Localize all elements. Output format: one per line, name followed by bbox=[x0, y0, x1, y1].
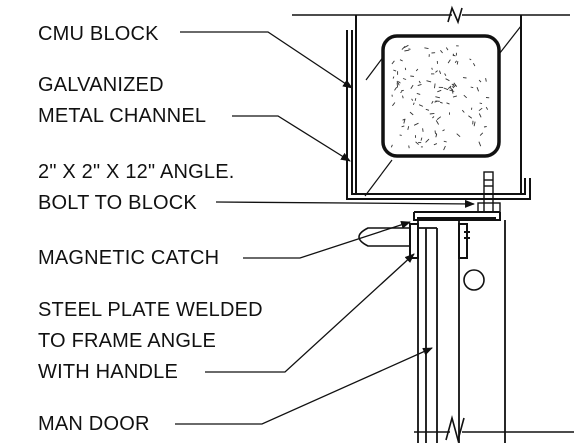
speckle-mark bbox=[452, 89, 453, 94]
label-metal-channel: METAL CHANNEL bbox=[38, 103, 206, 129]
speckle-mark bbox=[400, 135, 402, 136]
speckle-mark bbox=[415, 98, 416, 101]
label-bolt-to-block: BOLT TO BLOCK bbox=[38, 190, 197, 216]
leader-cmu-block bbox=[180, 32, 352, 88]
magnetic-catch bbox=[410, 224, 470, 258]
angle-bracket bbox=[414, 212, 500, 220]
label-magnetic-catch: MAGNETIC CATCH bbox=[38, 245, 219, 271]
cmu-core bbox=[383, 36, 499, 156]
leader-metal-channel bbox=[232, 116, 350, 161]
speckle-mark bbox=[409, 146, 410, 149]
label-frame-angle: TO FRAME ANGLE bbox=[38, 328, 216, 354]
label-galvanized: GALVANIZED bbox=[38, 72, 164, 98]
label-cmu-block: CMU BLOCK bbox=[38, 21, 159, 47]
wall-bottom-line bbox=[414, 418, 574, 440]
bolt bbox=[478, 172, 500, 212]
speckle-mark bbox=[397, 83, 398, 88]
leader-angle bbox=[216, 202, 474, 204]
speckle-mark bbox=[430, 113, 435, 114]
speckle-mark bbox=[423, 128, 424, 132]
door-knob bbox=[464, 270, 484, 290]
label-angle: 2" X 2" X 12" ANGLE. bbox=[38, 159, 235, 185]
speckle-mark bbox=[409, 49, 411, 50]
wall-top-line bbox=[292, 8, 570, 22]
label-man-door: MAN DOOR bbox=[38, 411, 150, 437]
label-with-handle: WITH HANDLE bbox=[38, 359, 178, 385]
speckle-mark bbox=[452, 84, 454, 85]
speckle-mark bbox=[435, 131, 436, 134]
label-steel-plate: STEEL PLATE WELDED bbox=[38, 297, 263, 323]
speckle-mark bbox=[435, 84, 436, 89]
leader-man-door bbox=[175, 348, 432, 424]
speckle-mark bbox=[484, 127, 487, 128]
speckle-mark bbox=[480, 103, 482, 104]
